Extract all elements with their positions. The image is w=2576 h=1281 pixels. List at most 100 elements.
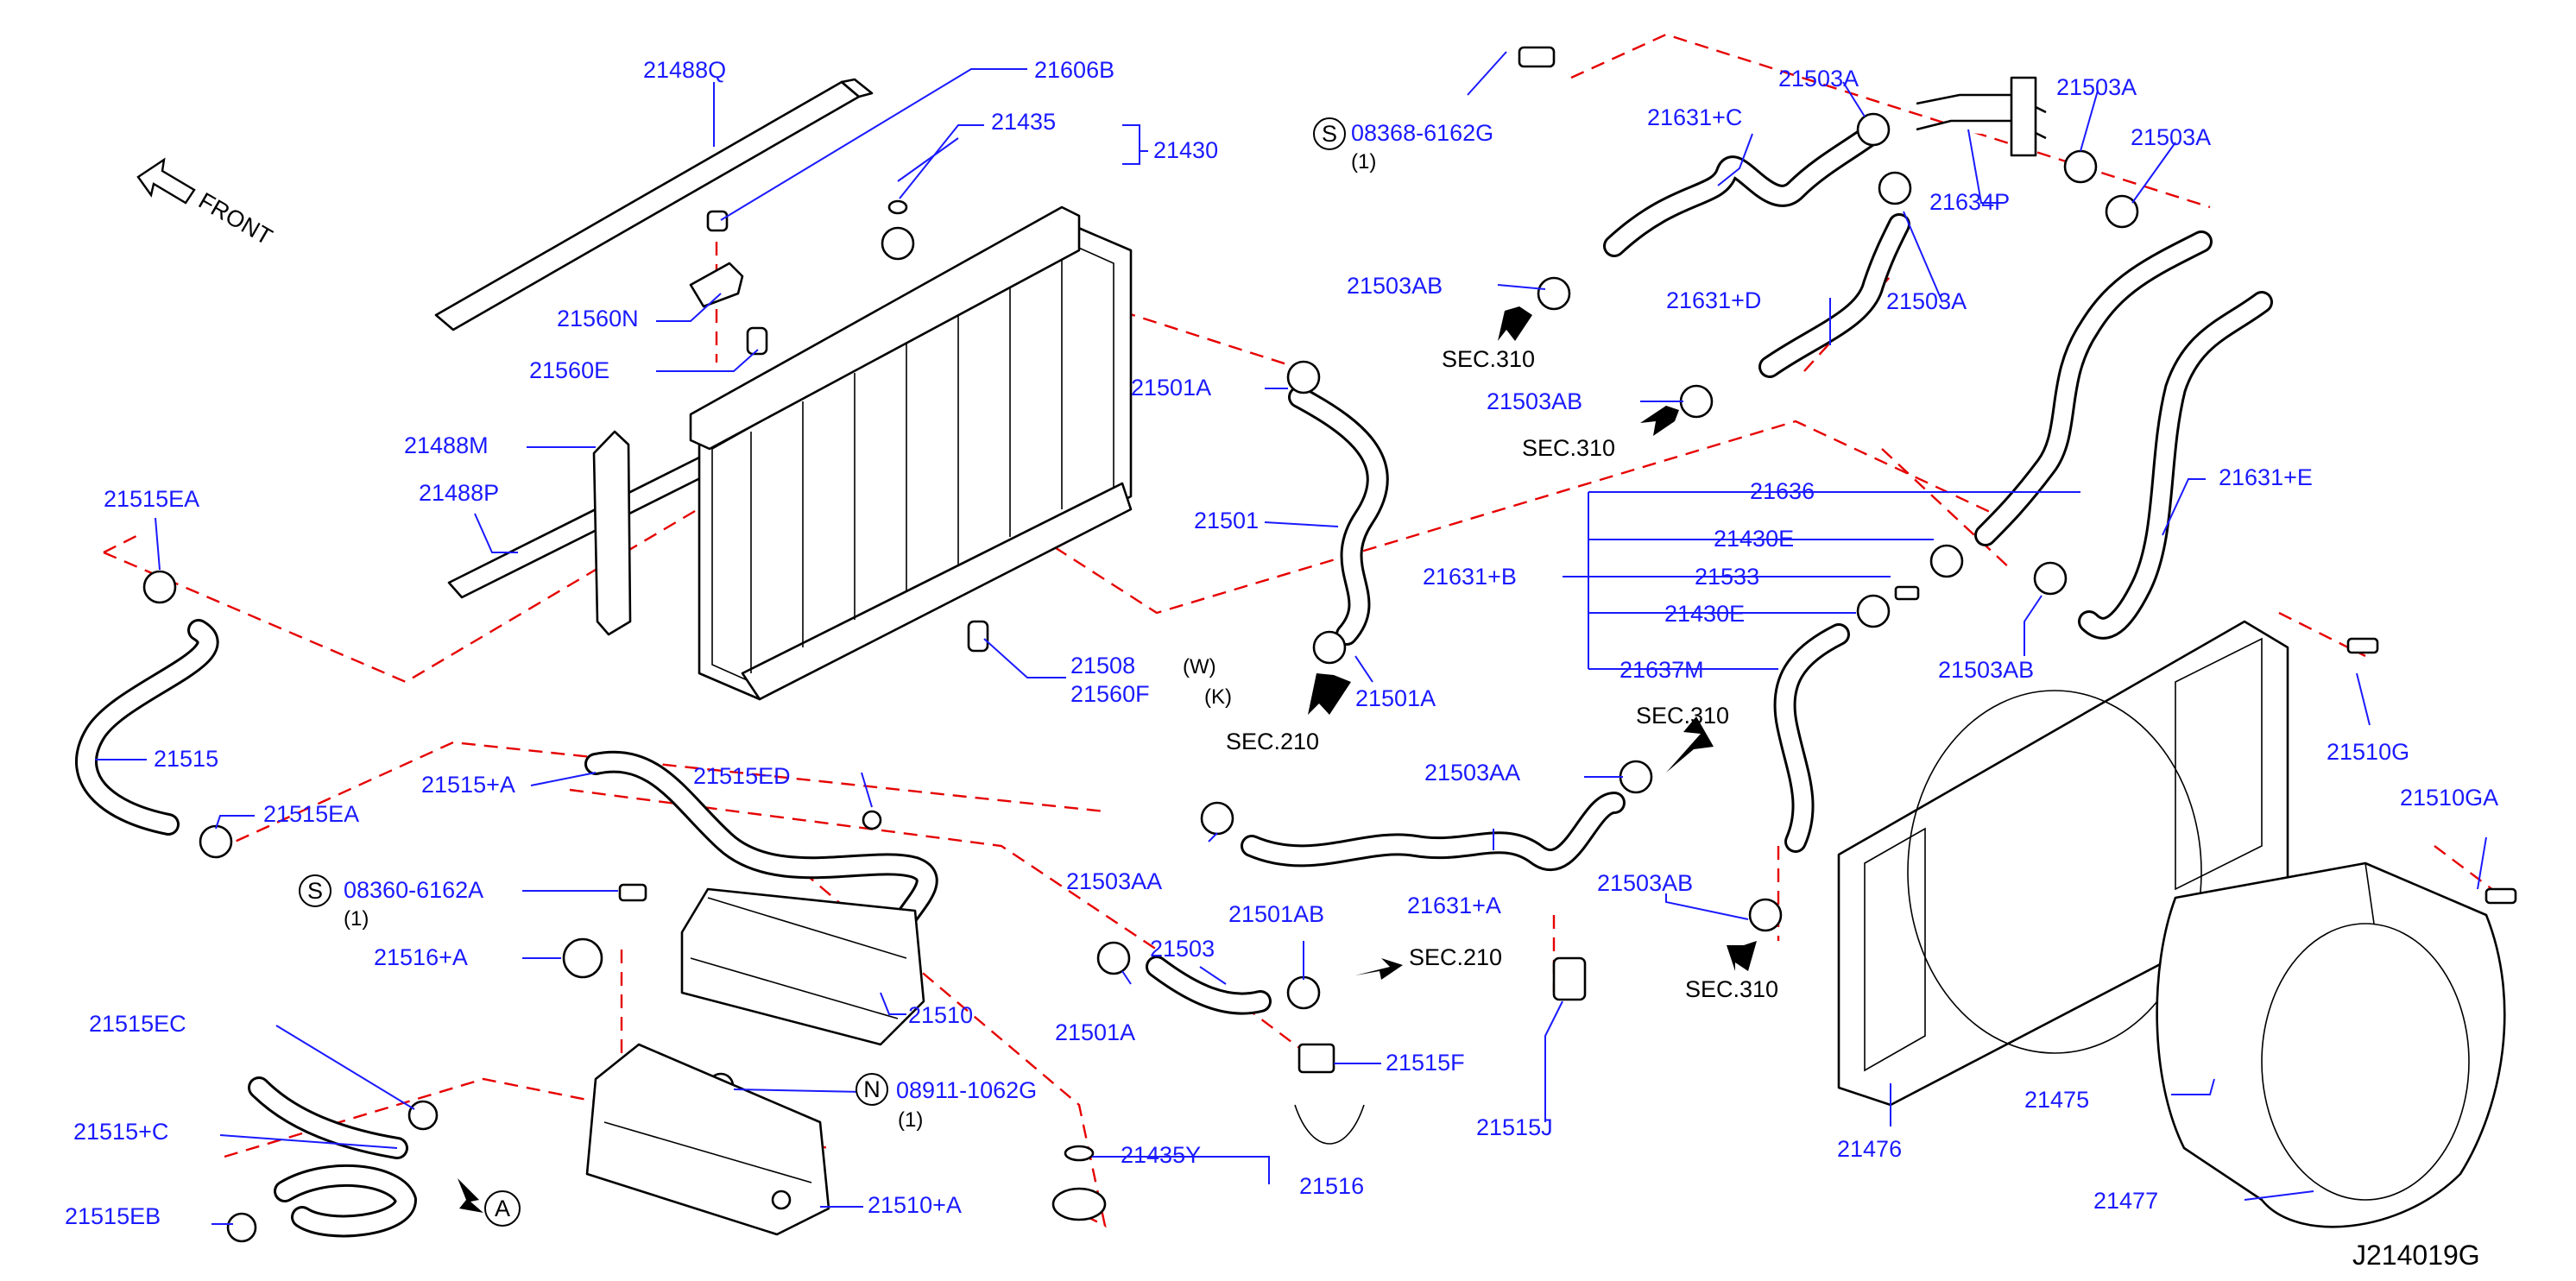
label-21515: 21515 <box>154 746 218 772</box>
label-21503aa-right: 21503AA <box>1424 760 1520 786</box>
label-21515ec: 21515EC <box>89 1011 186 1037</box>
clamp-21515ec <box>407 1100 439 1131</box>
label-21560e: 21560E <box>529 357 609 383</box>
clamp-21501ab <box>1286 975 1321 1010</box>
diagram-code: J214019G <box>2352 1240 2480 1271</box>
hose-21501 <box>1288 386 1389 646</box>
marker-n: N <box>863 1076 881 1102</box>
label-21430e-2: 21430E <box>1664 601 1745 627</box>
hose-21637m <box>1773 623 1850 853</box>
label-21503a-2: 21503A <box>2056 74 2137 100</box>
label-21503a-3: 21503A <box>2131 124 2211 150</box>
side-seal-21488m <box>592 430 632 636</box>
label-21510: 21510 <box>908 1002 973 1028</box>
front-label: FRONT <box>194 187 277 249</box>
bolt-21510g <box>2346 637 2379 654</box>
label-21631d: 21631+D <box>1666 287 1761 313</box>
label-21631c: 21631+C <box>1647 104 1742 130</box>
label-21488q: 21488Q <box>643 57 726 83</box>
clamp-21430e-1 <box>1929 544 1964 578</box>
variant-k: (K) <box>1204 685 1232 709</box>
label-21476: 21476 <box>1837 1136 1902 1162</box>
sec310-ref-d: SEC.310 <box>1685 976 1778 1002</box>
arrow-icon <box>1727 941 1757 971</box>
clamp-21501a-top <box>1286 360 1321 394</box>
marker-s-2: S <box>307 878 323 904</box>
cap-21516 <box>1051 1187 1107 1221</box>
label-21631b: 21631+B <box>1423 564 1517 590</box>
bolt-21510ga <box>2484 887 2517 905</box>
marker-a: A <box>495 1196 510 1221</box>
label-21508: 21508 <box>1070 653 1135 678</box>
label-21477: 21477 <box>2093 1188 2158 1214</box>
label-21488m: 21488M <box>404 432 489 458</box>
label-21503aa-left: 21503AA <box>1066 868 1162 894</box>
clamp-21515ea-top <box>142 570 177 604</box>
hose-21631c <box>1603 118 1889 257</box>
clamp-21503aa-left <box>1200 801 1234 836</box>
clamp-21503ab-3 <box>2033 561 2068 596</box>
label-21475: 21475 <box>2024 1087 2089 1113</box>
label-21560n: 21560N <box>557 306 639 331</box>
radiator-cap-21430 <box>881 226 915 261</box>
label-08360: 08360-6162A <box>344 877 483 903</box>
sec210-ref-b: SEC.210 <box>1409 944 1502 970</box>
qty-08368: (1) <box>1351 150 1376 174</box>
clamp-21515ea-bot <box>199 824 233 859</box>
label-21510ga: 21510GA <box>2400 785 2498 811</box>
label-21430e-1: 21430E <box>1714 526 1794 552</box>
label-21515j: 21515J <box>1476 1114 1553 1140</box>
part-drawings <box>75 46 2517 1243</box>
bushing-21606b <box>706 210 729 232</box>
label-21435: 21435 <box>991 109 1056 135</box>
label-21503: 21503 <box>1150 936 1215 962</box>
sec310-ref-a: SEC.310 <box>1442 346 1535 372</box>
hose-21631a <box>1241 792 1626 871</box>
hose-21515a <box>584 750 938 948</box>
label-21501: 21501 <box>1194 508 1259 533</box>
hose-21515 <box>75 619 219 836</box>
label-21501a-mid: 21501A <box>1355 685 1436 711</box>
section-references: SEC.310 SEC.310 SEC.210 SEC.310 SEC.210 … <box>1226 346 1778 1002</box>
label-21533: 21533 <box>1695 564 1759 590</box>
label-21515ea-bot: 21515EA <box>263 801 359 827</box>
pipe-21634p <box>1916 76 2047 157</box>
clamp-21503ab-4 <box>1748 898 1783 932</box>
direction-arrows <box>136 157 1757 1213</box>
label-21634p: 21634P <box>1929 189 2010 215</box>
label-21435y: 21435Y <box>1121 1142 1201 1168</box>
clamp-21515eb <box>226 1212 257 1243</box>
seal-strip-21488q <box>434 78 874 331</box>
clamp-21503ab-2 <box>1679 384 1714 419</box>
label-21503a-1: 21503A <box>1778 66 1859 92</box>
clamp-21501a-bot <box>1096 941 1131 975</box>
seal-21435 <box>887 199 908 215</box>
seal-21435y <box>1064 1145 1095 1162</box>
bolt-08360 <box>618 883 647 902</box>
qty-08360: (1) <box>344 907 369 931</box>
fitting-21533 <box>1894 585 1920 601</box>
label-21510g: 21510G <box>2327 739 2409 765</box>
label-21503ab-1: 21503AB <box>1347 273 1443 299</box>
label-21516a: 21516+A <box>374 944 468 970</box>
label-21503ab-3: 21503AB <box>1938 657 2034 683</box>
label-21430: 21430 <box>1153 137 1218 163</box>
leader-lines <box>95 51 2487 1225</box>
arrow-icon <box>1666 716 1714 773</box>
label-21515ea-top: 21515EA <box>104 486 199 512</box>
clamp-21503a-4 <box>1878 171 1912 205</box>
label-21631e: 21631+E <box>2219 464 2313 490</box>
arrow-icon <box>1308 673 1351 715</box>
label-21510a: 21510+A <box>868 1192 962 1218</box>
clip-21515j <box>1552 956 1587 1001</box>
label-21503ab-4: 21503AB <box>1597 870 1693 896</box>
variant-w: (W) <box>1183 655 1216 678</box>
hose-21631e <box>2078 291 2273 640</box>
quantity-notes: (1) (1) (1) (W) (K) <box>344 150 1376 1132</box>
clamp-21503a-3 <box>2105 194 2139 229</box>
arrow-icon <box>1640 406 1679 436</box>
label-08911: 08911-1062G <box>896 1077 1037 1103</box>
clamp-21503aa-right <box>1619 760 1653 794</box>
hose-21515c <box>248 1076 417 1238</box>
